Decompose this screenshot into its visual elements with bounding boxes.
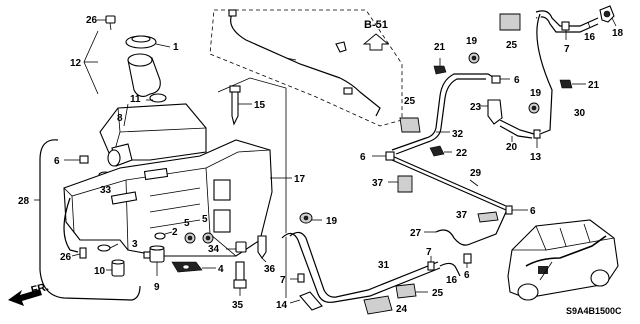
catalog-code: S9A4B1500C: [566, 306, 622, 316]
callout-25c: 25: [506, 40, 518, 51]
callout-15: 15: [254, 100, 266, 111]
callout-34: 34: [208, 244, 220, 255]
callout-33: 33: [100, 185, 112, 196]
callout-37a: 37: [372, 178, 384, 189]
callout-3: 3: [132, 239, 138, 250]
callout-6c: 6: [360, 152, 366, 163]
callout-7a: 7: [280, 275, 286, 286]
up-arrow-icon: [362, 33, 390, 51]
callout-31: 31: [378, 260, 390, 271]
callout-10: 10: [94, 266, 106, 277]
callout-6b: 6: [464, 270, 470, 281]
pad-37b: [477, 211, 499, 223]
callout-32: 32: [452, 129, 464, 140]
callout-labels: 26 1 12 11 8 6 33 28 3 26 10 2 9 5 5 34 …: [18, 15, 624, 315]
ref-label: B-51: [364, 19, 388, 31]
pad-37a: [397, 175, 413, 193]
callout-14: 14: [276, 300, 288, 311]
hose-27: [435, 211, 507, 246]
level-switch: [235, 261, 245, 283]
hose-30: [536, 13, 553, 135]
callout-37b: 37: [456, 210, 468, 221]
nozzle-23: [487, 99, 503, 125]
hose-14: [299, 291, 323, 311]
pad-25c: [499, 13, 521, 31]
hose-29: [391, 155, 507, 207]
callout-5a: 5: [184, 218, 190, 229]
callout-2: 2: [172, 227, 178, 238]
front-arrow: FR.: [8, 281, 50, 306]
callout-5b: 5: [202, 214, 208, 225]
pad-25b: [399, 117, 421, 133]
hose-20: [499, 119, 535, 135]
lower-hose-group: [280, 205, 528, 315]
callout-36: 36: [264, 264, 276, 275]
callout-24: 24: [396, 304, 408, 315]
callout-30: 30: [574, 108, 586, 119]
front-label: FR.: [30, 281, 50, 297]
mid-hose-group: [372, 151, 507, 211]
callout-11: 11: [130, 94, 141, 105]
callout-12: 12: [70, 58, 82, 69]
callout-26a: 26: [86, 15, 98, 26]
callout-6d: 6: [530, 206, 536, 217]
callout-4: 4: [218, 264, 224, 275]
clip-21a: [433, 65, 447, 75]
callout-8: 8: [117, 113, 123, 124]
b51-reference-box: B-51: [209, 9, 403, 127]
callout-19b: 19: [466, 36, 478, 47]
callout-1: 1: [173, 42, 179, 53]
vehicle-illustration: [507, 219, 619, 301]
hose-28: [39, 139, 141, 301]
clip-top: [105, 15, 116, 24]
callout-16a: 16: [446, 275, 458, 286]
upper-right-hose-group: [391, 52, 541, 157]
callout-bracket-12: [83, 30, 99, 95]
washer-reservoir-group: [34, 15, 292, 301]
callout-25a: 25: [432, 288, 444, 299]
callout-16b: 16: [584, 32, 596, 43]
pad-24: [363, 295, 393, 315]
callout-17: 17: [294, 174, 306, 185]
level-sensor: [231, 89, 239, 126]
callout-19a: 19: [326, 216, 338, 227]
callout-25b: 25: [404, 96, 416, 107]
callout-21a: 21: [434, 42, 446, 53]
pad-25a: [395, 283, 417, 299]
callout-18: 18: [612, 28, 624, 39]
callout-26b: 26: [60, 252, 72, 263]
callout-28: 28: [18, 196, 30, 207]
callout-22: 22: [456, 148, 468, 159]
callout-21b: 21: [588, 80, 600, 91]
hose-31: [281, 232, 441, 303]
callout-bracket-17: [217, 77, 287, 298]
reference-outline: [209, 9, 403, 127]
callout-6a: 6: [54, 156, 60, 167]
clip-21b: [559, 79, 573, 89]
callout-7c: 7: [564, 44, 570, 55]
callout-19c: 19: [530, 88, 542, 99]
callout-7b: 7: [426, 247, 432, 258]
callout-20: 20: [506, 142, 518, 153]
rear-hose-group: [499, 5, 617, 136]
hose-32: [391, 73, 499, 151]
callout-27: 27: [410, 228, 422, 239]
clip-22: [429, 145, 445, 157]
callout-6e: 6: [514, 75, 520, 86]
callout-13: 13: [530, 152, 542, 163]
callout-23: 23: [470, 102, 482, 113]
pump-group: [71, 231, 267, 296]
callout-35: 35: [232, 300, 244, 311]
callout-9: 9: [154, 282, 160, 293]
front-arrow-icon: [8, 289, 42, 306]
callout-29: 29: [470, 168, 482, 179]
